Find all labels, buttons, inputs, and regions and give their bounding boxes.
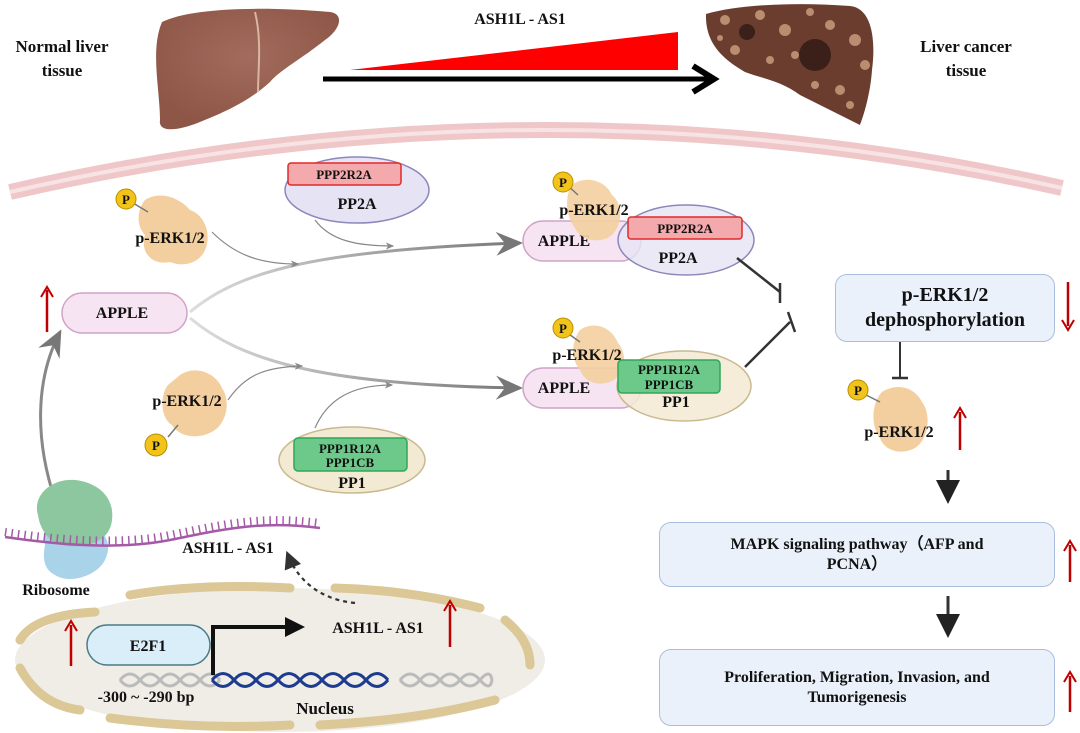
pp2a-inhibits-perk-arrow: [736, 257, 782, 303]
translation-arrow: [38, 329, 62, 501]
phospho-label: P: [152, 438, 160, 453]
expression-gradient-wedge: [350, 32, 678, 70]
outcome-line1: Proliferation, Migration, Invasion, and: [724, 668, 990, 686]
ppp1cb-label: PPP1CB: [645, 377, 694, 392]
normal-liver-icon: [156, 8, 340, 130]
apple-to-pp1-arrow: [189, 316, 523, 400]
ribosome-icon: [36, 479, 113, 580]
ppp2r2a-label: PPP2R2A: [316, 167, 372, 182]
ribosome-label: Ribosome: [22, 582, 90, 599]
apple-pp1-complex: APPLE P p-ERK1/2 PPP1R12A PPP1CB PP1: [522, 317, 752, 422]
cell-membrane: [8, 121, 1064, 200]
perk-label: p-ERK1/2: [135, 230, 204, 247]
ppp1cb-label: PPP1CB: [326, 455, 375, 470]
dephos-line2: dephosphorylation: [864, 309, 1026, 331]
pp2a-label: PP2A: [337, 196, 377, 213]
perk-protein-right: [892, 342, 908, 380]
e2f1-label: E2F1: [130, 638, 166, 655]
pp1-complex-free: PPP1R12A PPP1CB PP1: [278, 426, 426, 494]
apple-label: APPLE: [538, 233, 590, 250]
apple-label: APPLE: [538, 380, 590, 397]
phospho-label: P: [122, 192, 130, 207]
export-dashed-arrow: [284, 550, 356, 605]
cancer-liver-label-1: Liver cancer: [920, 37, 1012, 56]
normal-liver-label-1: Normal liver: [16, 37, 109, 56]
nuclear-ash1l-as1-label: ASH1L - AS1: [332, 620, 424, 637]
perk-bottom-input: [227, 362, 304, 401]
pp2a-input: [314, 219, 395, 250]
perk-dephosphorylation-box: p-ERK1/2 dephosphorylation: [835, 274, 1055, 342]
e2f1-node: E2F1: [86, 624, 211, 666]
outcome-box: Proliferation, Migration, Invasion, and …: [659, 649, 1055, 726]
perk-protein-top: P p-ERK1/2: [115, 188, 208, 265]
normal-liver-label-2: tissue: [42, 61, 83, 80]
pp1-input: [314, 381, 394, 429]
perk-top-input: [211, 231, 300, 268]
dephos-line1: p-ERK1/2: [901, 284, 989, 306]
cancer-liver-icon: [705, 4, 874, 125]
perk-label: p-ERK1/2: [864, 424, 933, 441]
cytoplasmic-ash1l-as1-label: ASH1L - AS1: [182, 540, 274, 557]
apple-label: APPLE: [96, 305, 148, 322]
mapk-pathway-box: MAPK signaling pathway（AFP and PCNA）: [659, 522, 1055, 587]
apple-to-pp2a-arrow: [189, 231, 523, 314]
gradient-label: ASH1L - AS1: [474, 11, 566, 28]
phospho-label: P: [559, 175, 567, 190]
pp2a-complex-free: PPP2R2A PP2A: [284, 156, 430, 224]
pp1-label: PP1: [662, 394, 690, 411]
perk-label: p-ERK1/2: [559, 202, 628, 219]
mapk-line2: PCNA）: [826, 555, 888, 573]
promoter-region-label: -300 ~ -290 bp: [98, 689, 195, 706]
transcription-start-arrow: [211, 617, 305, 675]
nucleus-label: Nucleus: [296, 699, 354, 718]
ppp1r12a-label: PPP1R12A: [319, 441, 382, 456]
nucleus: [15, 582, 545, 732]
cancer-liver-label-2: tissue: [946, 61, 987, 80]
perk-protein-bottom: P p-ERK1/2: [144, 370, 227, 457]
phospho-label: P: [854, 383, 862, 398]
pp1-label: PP1: [338, 475, 366, 492]
apple-pp2a-complex: APPLE P p-ERK1/2 PPP2R2A PP2A: [522, 171, 755, 276]
ppp2r2a-label: PPP2R2A: [657, 221, 713, 236]
ash1l-as1-rna-strand: [4, 516, 321, 547]
outcome-line2: Tumorigenesis: [807, 688, 907, 706]
ppp1r12a-label: PPP1R12A: [638, 362, 701, 377]
pp2a-label: PP2A: [658, 250, 698, 267]
phospho-label: P: [559, 321, 567, 336]
apple-node: APPLE: [61, 292, 188, 334]
perk-label: p-ERK1/2: [152, 393, 221, 410]
pp1-inhibits-perk-arrow: [744, 311, 797, 368]
perk-label: p-ERK1/2: [552, 347, 621, 364]
dna-helix: [118, 672, 494, 688]
perk-phosphorylated-right: P p-ERK1/2: [847, 379, 934, 452]
mapk-line1: MAPK signaling pathway（AFP and: [730, 535, 984, 553]
